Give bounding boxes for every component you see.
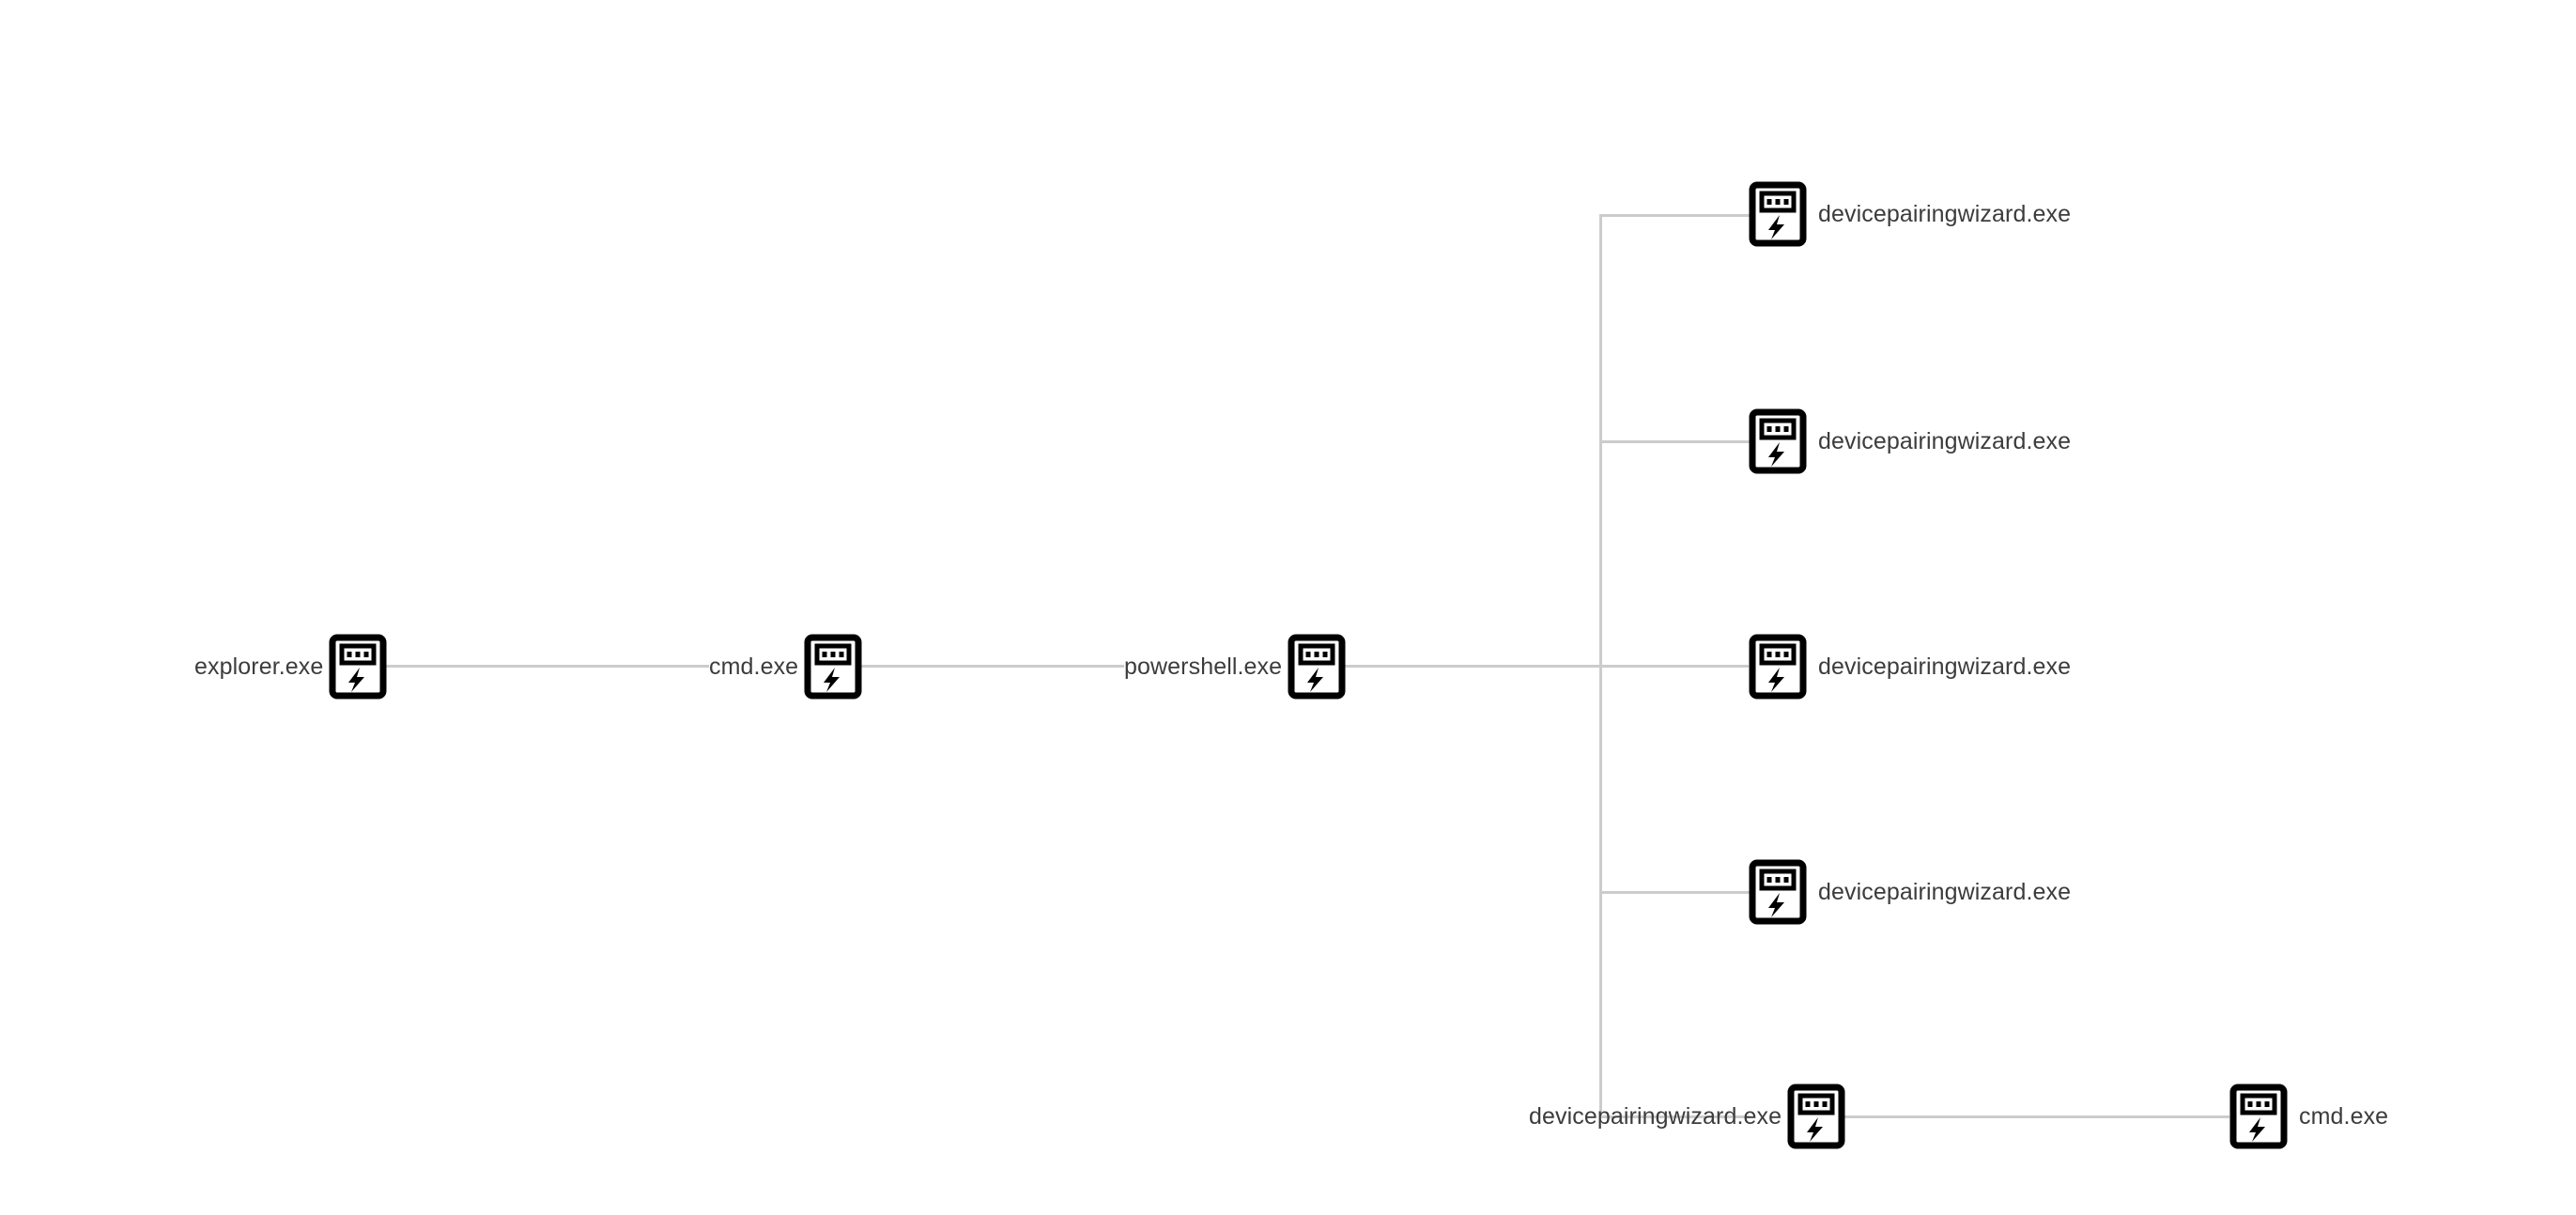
process-node-label: devicepairingwizard.exe bbox=[1818, 200, 2072, 227]
process-node-label: devicepairingwizard.exe bbox=[1529, 1102, 1782, 1130]
edge-explorer-to-cmd bbox=[349, 665, 709, 668]
process-node-label: explorer.exe bbox=[194, 653, 324, 680]
edge-branch-to-child-1 bbox=[1599, 214, 1750, 217]
process-node-explorer[interactable]: explorer.exe bbox=[194, 634, 387, 700]
process-node-devicepairingwizard-3[interactable]: devicepairingwizard.exe bbox=[1749, 634, 2071, 700]
edge-cmd-to-powershell bbox=[861, 665, 1124, 668]
process-node-devicepairingwizard-2[interactable]: devicepairingwizard.exe bbox=[1749, 408, 2071, 474]
process-node-devicepairingwizard-5[interactable]: devicepairingwizard.exe bbox=[1529, 1084, 1845, 1149]
process-executable-icon bbox=[804, 634, 862, 700]
process-executable-icon bbox=[1749, 181, 1807, 247]
process-node-devicepairingwizard-4[interactable]: devicepairingwizard.exe bbox=[1749, 859, 2071, 925]
process-executable-icon bbox=[1749, 408, 1807, 474]
process-executable-icon bbox=[2229, 1084, 2288, 1149]
process-node-label: devicepairingwizard.exe bbox=[1818, 427, 2072, 454]
process-node-powershell[interactable]: powershell.exe bbox=[1124, 634, 1346, 700]
process-executable-icon bbox=[1787, 1084, 1845, 1149]
process-node-cmd-2[interactable]: cmd.exe bbox=[2229, 1084, 2388, 1149]
edge-branch-to-child-4 bbox=[1599, 891, 1750, 894]
process-node-label: cmd.exe bbox=[2299, 1102, 2389, 1130]
process-node-label: devicepairingwizard.exe bbox=[1818, 653, 2072, 680]
process-executable-icon bbox=[329, 634, 387, 700]
process-node-label: devicepairingwizard.exe bbox=[1818, 878, 2072, 905]
process-executable-icon bbox=[1749, 859, 1807, 925]
edge-powershell-to-branch bbox=[1340, 665, 1749, 668]
process-executable-icon bbox=[1749, 634, 1807, 700]
edge-branch-to-child-2 bbox=[1599, 440, 1750, 443]
process-node-label: cmd.exe bbox=[709, 653, 799, 680]
branch-trunk-line bbox=[1599, 214, 1602, 1116]
process-node-devicepairingwizard-1[interactable]: devicepairingwizard.exe bbox=[1749, 181, 2071, 247]
edge-branch-to-child-5 bbox=[1599, 1115, 1750, 1118]
process-node-label: powershell.exe bbox=[1124, 653, 1283, 680]
process-executable-icon bbox=[1288, 634, 1346, 700]
edge-devicepairingwizard-to-cmd bbox=[1807, 1115, 2229, 1118]
process-node-cmd-1[interactable]: cmd.exe bbox=[709, 634, 862, 700]
